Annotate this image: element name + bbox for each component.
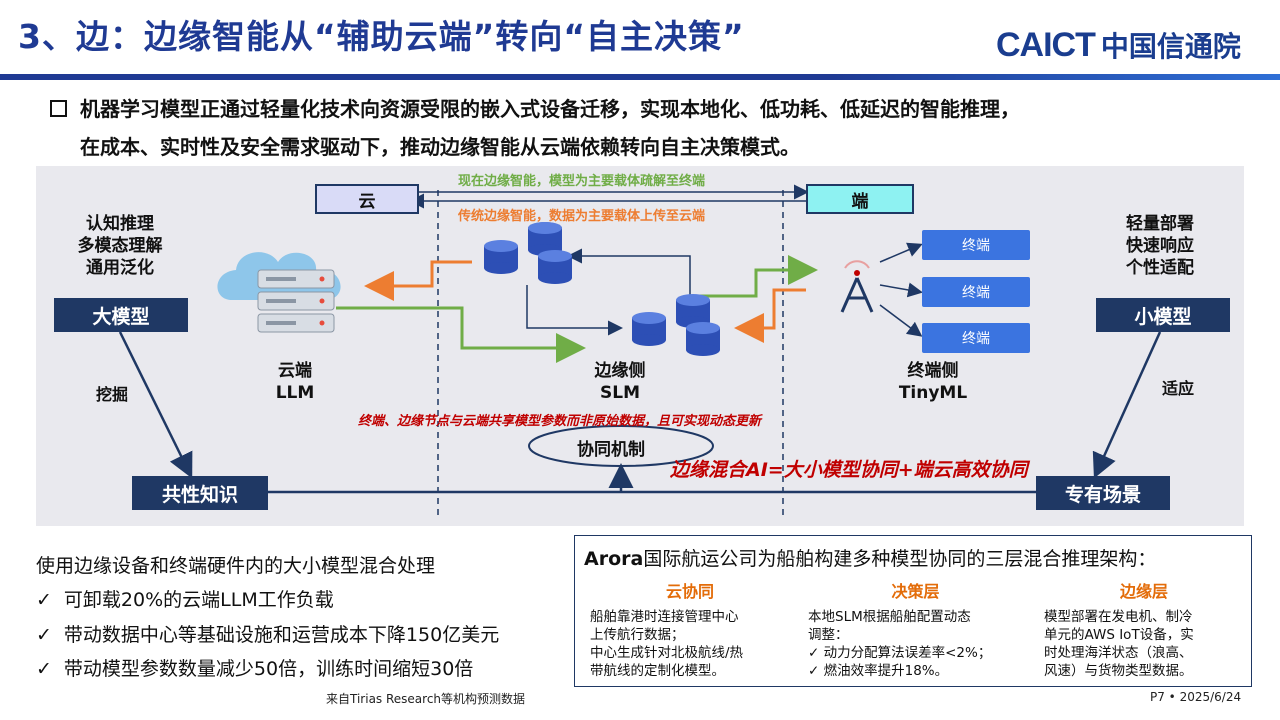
benefit-text: 带动数据中心等基础设施和运营成本下降150亿美元: [63, 624, 500, 646]
case-title-text: 国际航运公司为船舶构建多种模型协同的三层混合推理架构：: [643, 548, 1157, 570]
right-trait: 快速响应: [1126, 236, 1194, 256]
edge-internal-arrow2: [567, 248, 691, 296]
caict-logo: CAICT 中国信通院: [996, 22, 1241, 68]
case-layer-decision: 决策层 本地SLM根据船舶配置动态 调整： ✓ 动力分配算法误差率<2%； ✓ …: [808, 578, 1023, 680]
right-trait: 轻量部署: [1126, 214, 1194, 234]
device-label-line: 终端侧: [907, 361, 959, 381]
terminal-node: 终端: [922, 323, 1030, 353]
edge-server-group-top: [484, 222, 572, 284]
mine-label: 挖掘: [96, 385, 129, 404]
layer-desc-line: 风速）与货物类型数据。: [1044, 663, 1193, 679]
right-traits: 轻量部署 快速响应 个性适配: [1100, 213, 1220, 279]
tower-arrow1: [879, 242, 923, 263]
layer-desc-line: ✓ 动力分配算法误差率<2%；: [808, 645, 992, 661]
layer-desc-line: 船舶靠港时连接管理中心: [590, 609, 739, 625]
arrow-now-label: 现在边缘智能，模型为主要载体疏解至终端: [458, 174, 706, 189]
square-bullet-icon: [50, 100, 67, 117]
mechanism-label: 协同机制: [577, 440, 645, 460]
layer-desc-line: 模型部署在发电机、制冷: [1044, 609, 1193, 625]
private-scene-box: 专有场景: [1036, 476, 1170, 510]
check-icon: ✓: [36, 589, 52, 611]
cloud-label-line: LLM: [275, 383, 315, 403]
layer-desc-line: ✓ 燃油效率提升18%。: [808, 663, 949, 679]
edge-internal-arrow1: [526, 285, 623, 336]
right-trait: 个性适配: [1126, 258, 1194, 278]
case-layer-cloud: 云协同 船舶靠港时连接管理中心 上传航行数据； 中心生成针对北极航线/热 带航线…: [590, 578, 790, 680]
data-source-note: 来自Tirias Research等机构预测数据: [326, 692, 526, 706]
edge-server-group-bottom: [632, 294, 720, 356]
tower-arrow2: [879, 282, 923, 298]
orange-arrow-edge-cloud: [364, 260, 472, 301]
logo-cn-text: 中国信通院: [1100, 30, 1241, 63]
benefits-title: 使用边缘设备和终端硬件内的大小模型混合处理: [36, 555, 436, 577]
case-brand: Arora: [584, 548, 644, 570]
common-knowledge-box: 共性知识: [132, 476, 268, 510]
cloud-llm-label: 云端 LLM: [260, 360, 330, 404]
cloud-server-icon: [217, 252, 341, 333]
left-trait: 通用泛化: [86, 258, 154, 278]
green-arrow-edge-device: [692, 255, 818, 298]
layer-desc-line: 带航线的定制化模型。: [590, 663, 725, 679]
layer-desc-line: 时处理海洋状态（浪高、: [1044, 645, 1193, 661]
share-note: 终端、边缘节点与云端共享模型参数而非原始数据，且可实现动态更新: [358, 414, 762, 429]
orange-arrow-device-edge: [734, 288, 806, 343]
arrow-traditional-label: 传统边缘智能，数据为主要载体上传至云端: [458, 209, 706, 224]
benefit-item: ✓ 可卸载20%的云端LLM工作负载: [36, 585, 334, 612]
layer-name: 云协同: [665, 582, 714, 601]
big-model-box: 大模型: [54, 298, 188, 332]
benefit-item: ✓ 带动模型参数数量减少50倍，训练时间缩短30倍: [36, 654, 473, 681]
intro-text-line1: 机器学习模型正通过轻量化技术向资源受限的嵌入式设备迁移，实现本地化、低功耗、低延…: [80, 97, 1020, 121]
layer-desc-line: 调整：: [808, 627, 849, 643]
intro-text-line2: 在成本、实时性及安全需求驱动下，推动边缘智能从云端依赖转向自主决策模式。: [80, 135, 800, 159]
logo-en-text: CAICT: [996, 25, 1096, 64]
edge-slm-label: 边缘侧 SLM: [580, 360, 660, 404]
terminal-node: 终端: [922, 277, 1030, 307]
case-layer-edge: 边缘层 模型部署在发电机、制冷 单元的AWS IoT设备，实 时处理海洋状态（浪…: [1044, 578, 1244, 680]
mine-arrow: [118, 331, 193, 479]
layer-desc-line: 上传航行数据；: [590, 627, 685, 643]
mechanism-ellipse: [528, 425, 714, 467]
left-trait: 认知推理: [86, 214, 154, 234]
green-arrow-cloud-edge: [336, 306, 586, 363]
device-label-line: TinyML: [898, 383, 968, 403]
benefit-item: ✓ 带动数据中心等基础设施和运营成本下降150亿美元: [36, 620, 499, 647]
benefit-text: 可卸载20%的云端LLM工作负载: [63, 589, 334, 611]
layer-desc-line: 中心生成针对北极航线/热: [590, 645, 744, 661]
page-number: P7 • 2025/6/24: [1150, 690, 1242, 704]
edge-label-line: SLM: [600, 383, 640, 403]
left-trait: 多模态理解: [77, 236, 163, 256]
tower-arrow3: [879, 304, 923, 337]
left-traits: 认知推理 多模态理解 通用泛化: [60, 213, 180, 279]
edge-label-line: 边缘侧: [594, 361, 646, 381]
cloud-label-line: 云端: [278, 361, 312, 381]
layer-name: 决策层: [891, 582, 940, 601]
header-divider: [0, 74, 1280, 80]
check-icon: ✓: [36, 624, 52, 646]
page-title: 3、边：边缘智能从“辅助云端”转向“自主决策”: [18, 17, 745, 56]
layer-desc-line: 单元的AWS IoT设备，实: [1044, 627, 1194, 643]
hybrid-ai-note: 边缘混合AI=大小模型协同+端云高效协同: [670, 459, 1028, 481]
adapt-arrow: [1092, 331, 1162, 479]
terminal-node: 终端: [922, 230, 1030, 260]
check-icon: ✓: [36, 658, 52, 680]
adapt-label: 适应: [1162, 379, 1195, 398]
benefit-text: 带动模型参数数量减少50倍，训练时间缩短30倍: [63, 658, 474, 680]
case-study-box: [574, 535, 1252, 687]
antenna-tower-icon: [840, 260, 874, 313]
terminal-box: 端: [806, 184, 914, 214]
layer-desc-line: 本地SLM根据船舶配置动态: [808, 609, 971, 625]
case-study-title: Arora国际航运公司为船舶构建多种模型协同的三层混合推理架构：: [584, 544, 1156, 571]
layer-name: 边缘层: [1119, 582, 1168, 601]
device-tinyml-label: 终端侧 TinyML: [888, 360, 978, 404]
cloud-box: 云: [315, 184, 419, 214]
small-model-box: 小模型: [1096, 298, 1230, 332]
